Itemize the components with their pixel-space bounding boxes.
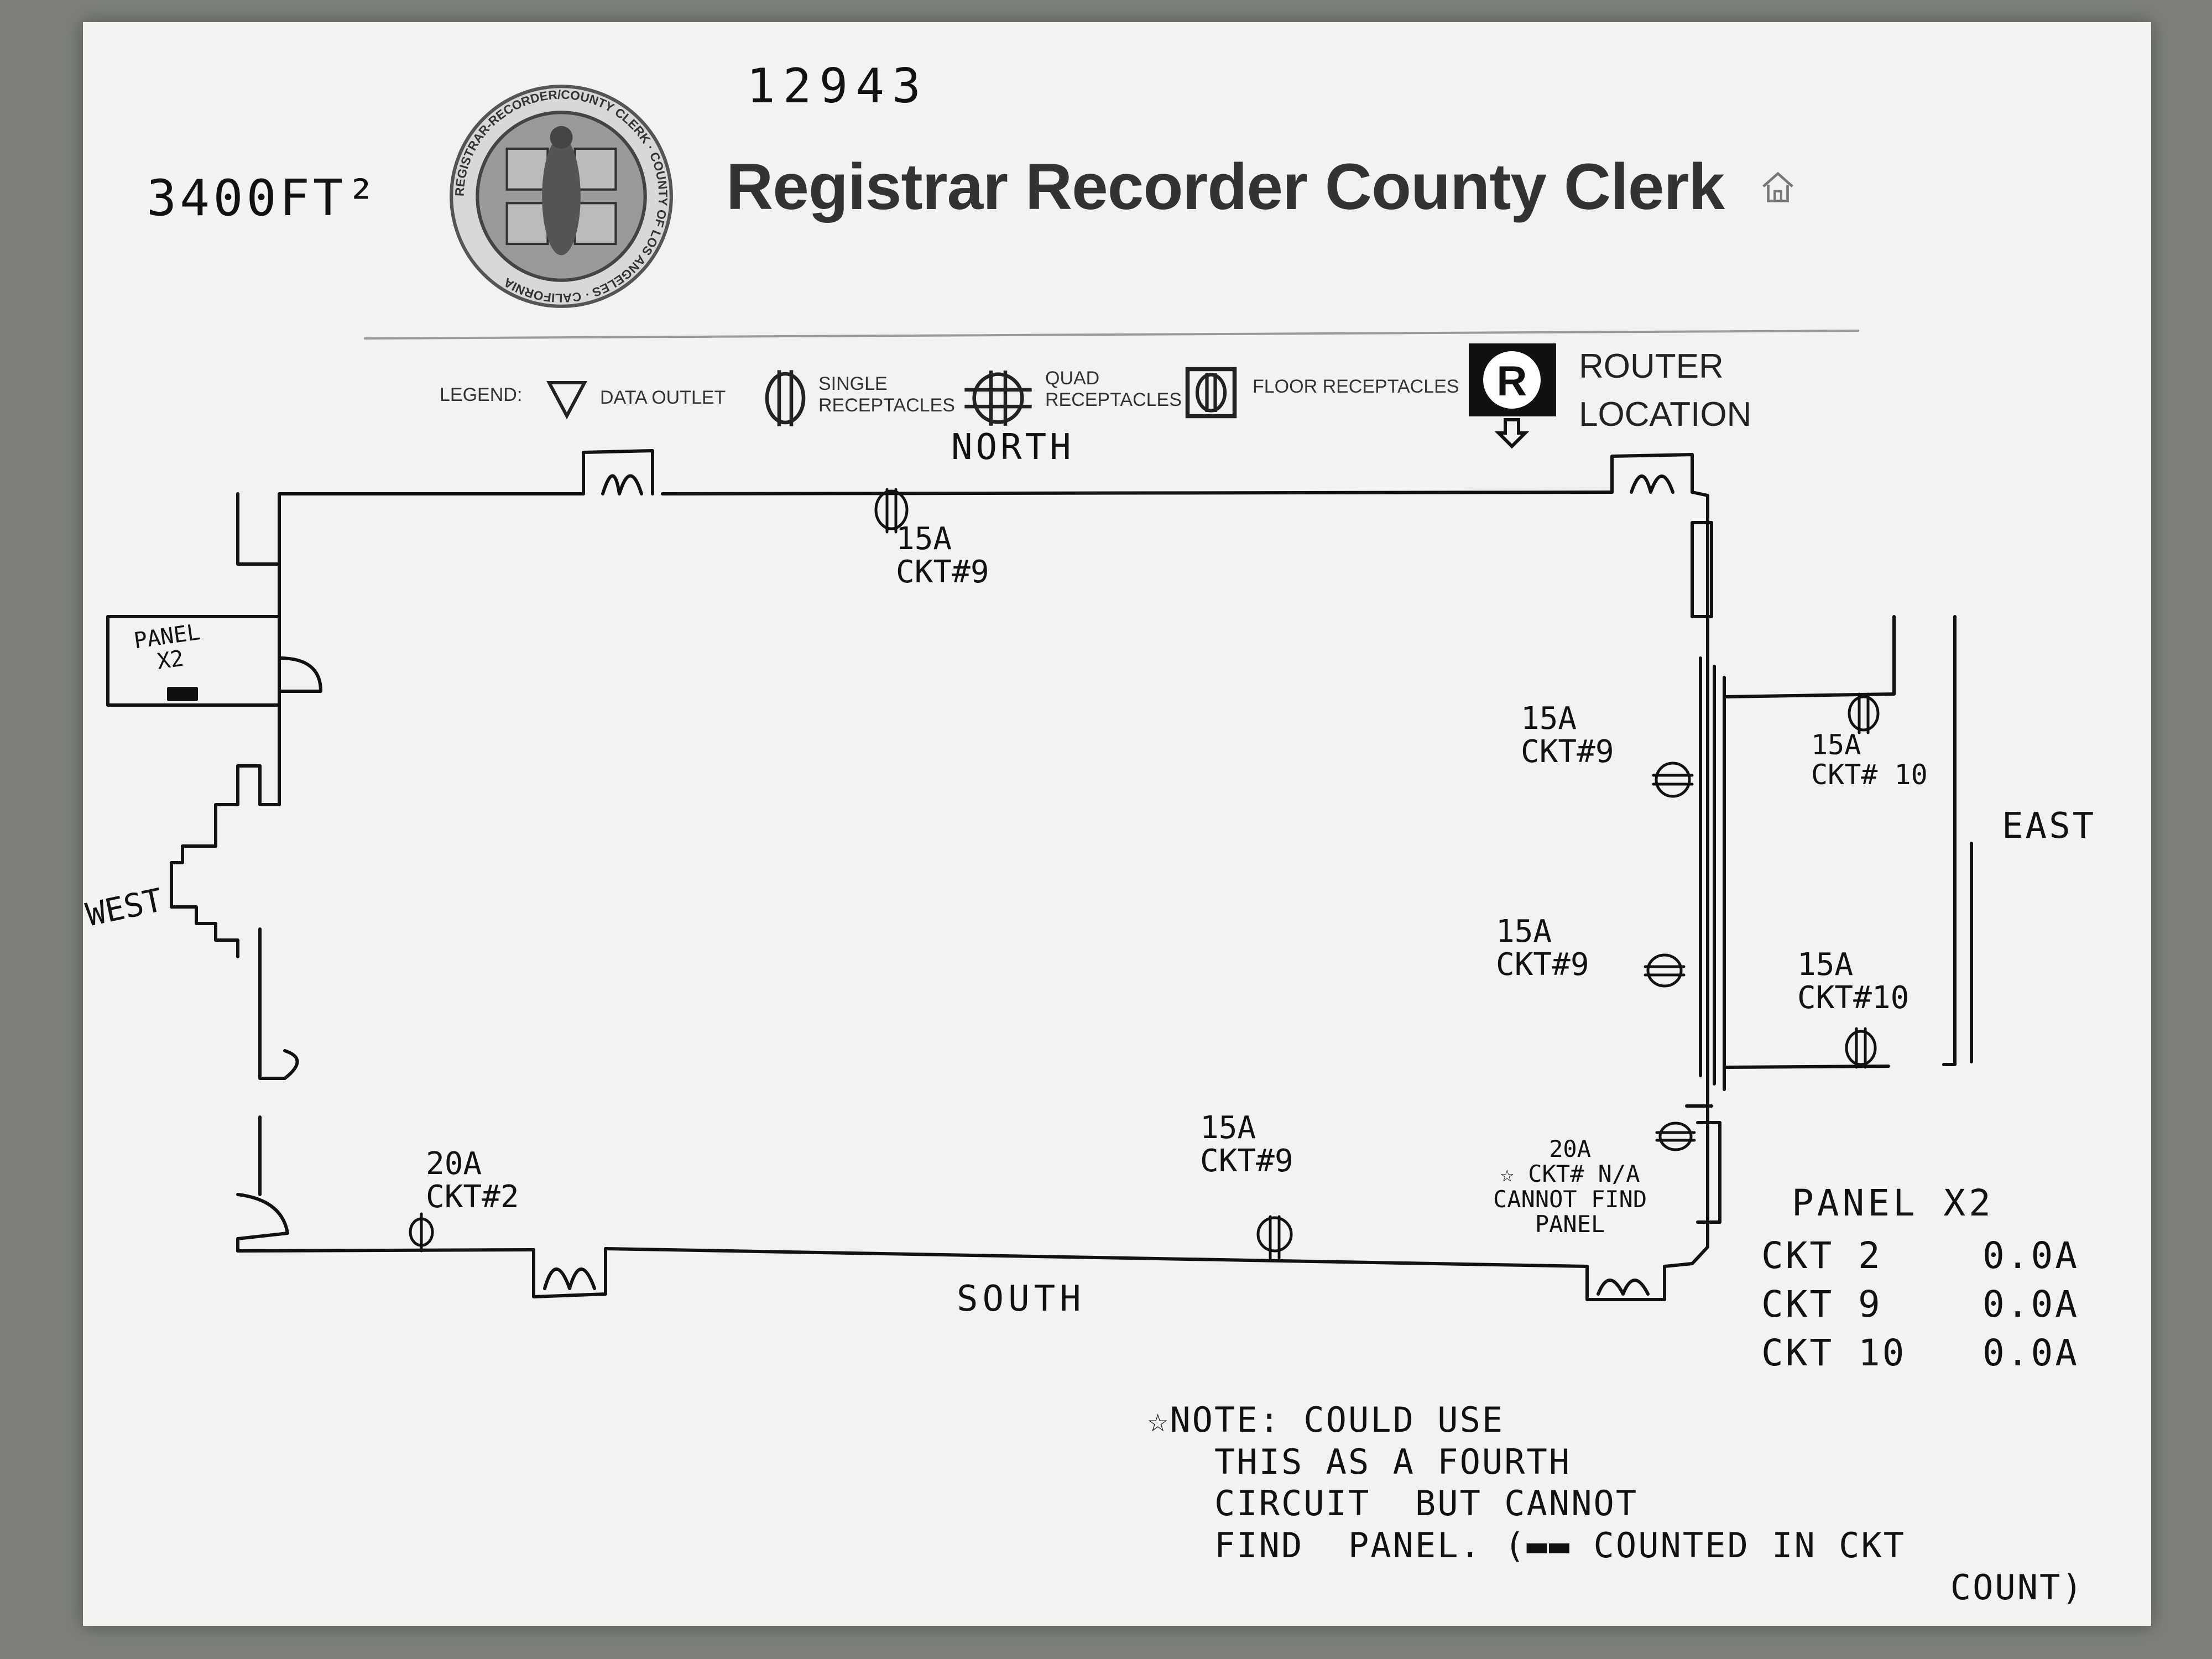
east-room-walls: [1723, 615, 1896, 1069]
south-wall: [236, 1247, 1589, 1268]
receptacle-label: 20A CKT#2: [426, 1146, 519, 1215]
ckt-id: CKT 9: [1761, 1283, 1882, 1326]
note: ☆NOTE: COULD USE THIS AS A FOURTH CIRCUI…: [1147, 1400, 2084, 1608]
area-label: 3400FT²: [147, 169, 380, 227]
west-wall-stairs: [170, 734, 281, 958]
svg-text:R: R: [1497, 358, 1527, 405]
south-wall-end: [1663, 1262, 1694, 1268]
west-wall-door: [278, 562, 322, 806]
single-receptacle-icon: [1845, 1030, 1877, 1066]
data-outlet-icon: [546, 381, 587, 420]
direction-east: EAST: [2002, 806, 2096, 847]
legend-item: FLOOR RECEPTACLES: [1253, 376, 1459, 397]
receptacle-label: 15A CKT#9: [896, 521, 989, 591]
single-receptacle-icon: [765, 370, 806, 426]
panel-closet: [106, 615, 281, 707]
south-door-west: [532, 1247, 607, 1298]
receptacle-label: 15A CKT#9: [1521, 701, 1614, 770]
east-wall-partition: [1691, 521, 1726, 1091]
home-icon: [1762, 171, 1793, 202]
county-seal: REGISTRAR-RECORDER/COUNTY CLERK · COUNTY…: [450, 85, 673, 308]
panel-summary-row: CKT 9 0.0A: [1761, 1285, 2079, 1333]
receptacle-label: 15A CKT#9: [1200, 1110, 1293, 1180]
header-divider: [364, 330, 1859, 340]
legend-item: QUAD RECEPTACLES: [1045, 368, 1182, 411]
north-door-west: [582, 449, 654, 495]
page-title: Registrar Recorder County Clerk: [726, 150, 1725, 223]
router-icon: R: [1469, 343, 1556, 449]
direction-south: SOUTH: [957, 1279, 1086, 1319]
east-wall-door: [1685, 1104, 1721, 1224]
panel-summary-title: PANEL X2: [1792, 1182, 1994, 1224]
single-receptacle-icon: [874, 489, 909, 530]
legend-item: DATA OUTLET: [600, 387, 726, 408]
receptacle-label: 15A CKT#9: [1496, 914, 1589, 983]
ckt-amps: 0.0A: [1983, 1234, 2079, 1277]
single-receptacle-icon: [1655, 761, 1691, 798]
legend-item: SINGLE RECEPTACLES: [818, 373, 955, 416]
east-wall: [1691, 494, 1709, 1265]
quad-receptacle-icon: [964, 371, 1032, 426]
north-wall: [286, 491, 1709, 497]
direction-north: NORTH: [951, 427, 1074, 468]
west-wall-top: [236, 492, 289, 566]
panel-summary-table: CKT 2 0.0A CKT 9 0.0A CKT 10 0.0A: [1761, 1236, 2079, 1382]
ckt-id: CKT 2: [1761, 1234, 1882, 1277]
panel-summary-row: CKT 2 0.0A: [1761, 1236, 2079, 1285]
receptacle-label: 15A CKT# 10: [1811, 729, 1928, 791]
single-receptacle-icon: [1256, 1216, 1293, 1253]
panel-tag: PANEL X2: [132, 619, 202, 675]
ckt-id: CKT 10: [1761, 1332, 1907, 1374]
east-room-right-wall: [1942, 615, 1973, 1066]
receptacle-label: 15A CKT#10: [1797, 947, 1910, 1016]
west-wall-lower: [236, 927, 299, 1253]
receptacle-symbols: [409, 488, 1880, 1260]
north-door-east: [1610, 453, 1694, 494]
file-number: 12943: [747, 59, 928, 114]
floor-receptacle-icon: [1185, 367, 1237, 419]
ckt-amps: 0.0A: [1983, 1283, 2079, 1326]
panel-box: [167, 687, 198, 701]
south-door-east: [1585, 1265, 1666, 1301]
legend-label: LEGEND:: [440, 384, 523, 405]
single-receptacle-icon: [1646, 953, 1683, 988]
panel-summary-row: CKT 10 0.0A: [1761, 1333, 2079, 1382]
receptacle-label: 20A ☆ CKT# N/A CANNOT FIND PANEL: [1493, 1135, 1647, 1238]
paper-sheet: [83, 22, 2151, 1626]
single-receptacle-icon: [1658, 1121, 1693, 1151]
router-location-label: ROUTER LOCATION: [1579, 347, 1752, 434]
single-receptacle-icon: [1848, 695, 1880, 732]
ckt-amps: 0.0A: [1983, 1332, 2079, 1374]
